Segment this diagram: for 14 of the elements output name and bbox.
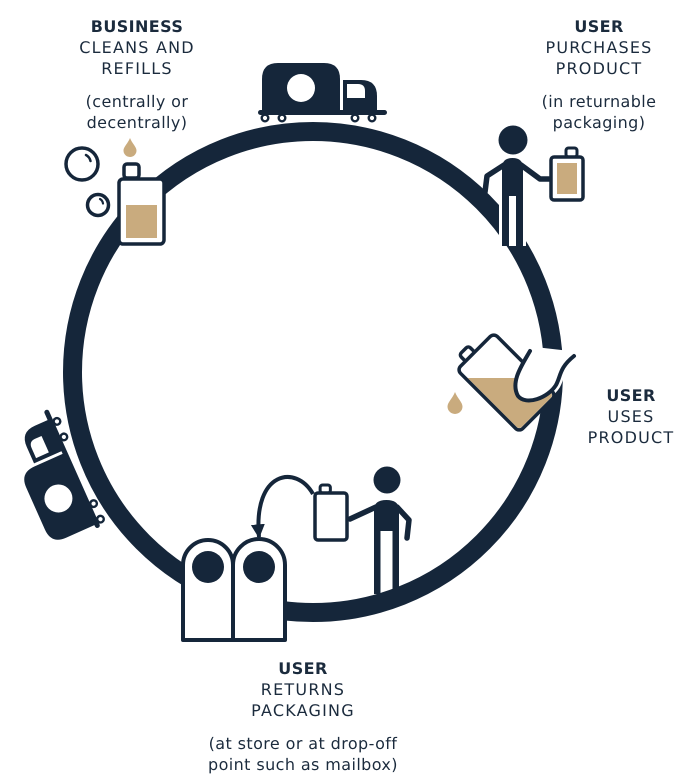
step-heading: BUSINESS [90,16,184,37]
step-note: (centrally or decentrally) [86,91,188,133]
step-heading: USER [574,16,624,37]
step-heading: USER [278,658,328,679]
step-heading: USER [606,385,656,406]
curved-arrow [252,475,315,538]
step-label: PURCHASES PRODUCT [545,37,653,79]
step-label: RETURNS PACKAGING [251,679,355,721]
step-note: (at store or at drop-off point such as mailbox) [208,733,398,775]
bottle-icon [313,484,349,542]
step-label: CLEANS AND REFILLS [79,37,195,79]
step-label: USES PRODUCT [588,406,674,448]
step-note: (in returnable packaging) [542,91,656,133]
mailboxes-icon [181,537,287,642]
